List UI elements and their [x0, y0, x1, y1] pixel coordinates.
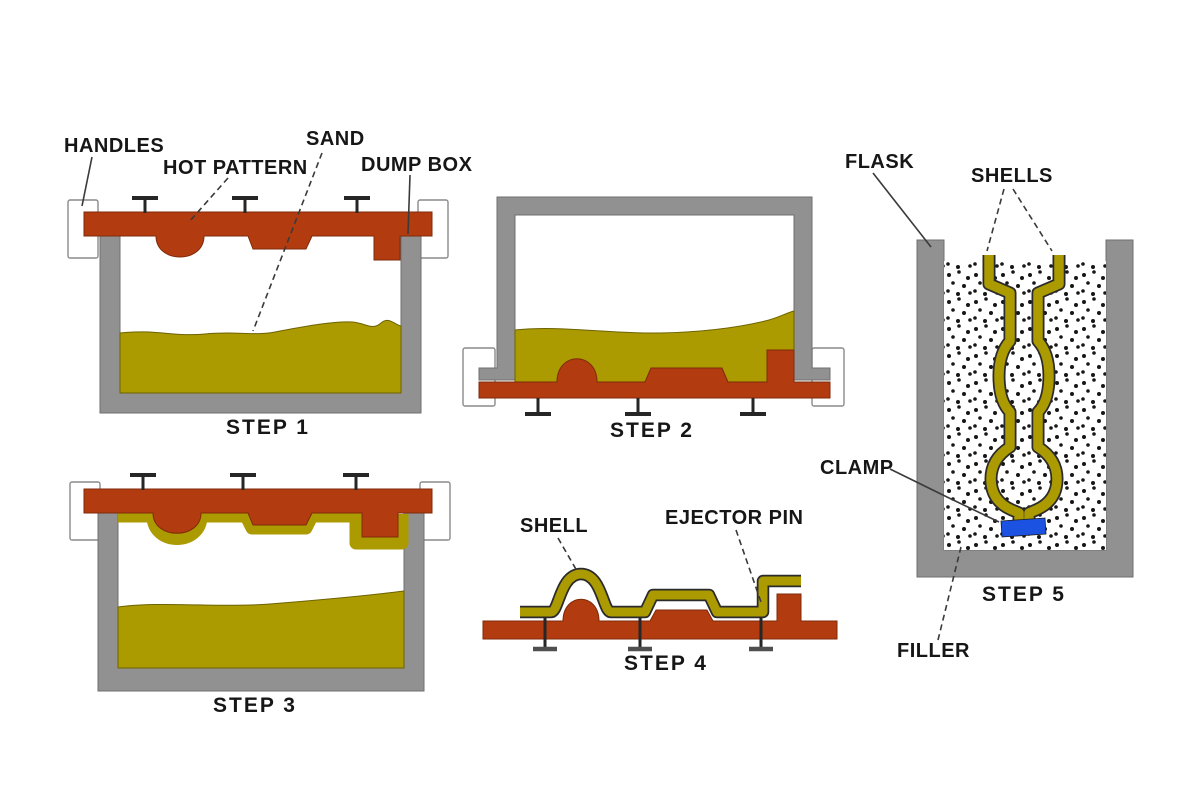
clamp-shape [1000, 517, 1047, 538]
ejector-pin-leader-line [735, 529, 763, 606]
sand-label: SAND [306, 128, 365, 150]
ejector-pins [533, 616, 773, 652]
shell-right-shape [1024, 255, 1064, 521]
step2-diagram: STEP 2 [462, 196, 845, 442]
shells-leader-line-left [986, 188, 1005, 252]
ejector-pins-top [132, 196, 370, 213]
handles-label: HANDLES [64, 135, 164, 157]
hot-pattern-plate [478, 349, 831, 399]
step5-caption: STEP 5 [982, 583, 1066, 606]
step1-caption: STEP 1 [226, 416, 310, 439]
inverted-dump-box-shape [478, 196, 831, 381]
step2-caption: STEP 2 [610, 419, 694, 442]
step3-diagram: STEP 3 [69, 473, 451, 717]
clamp-label: CLAMP [820, 457, 894, 479]
sand-leader-line [252, 152, 323, 332]
pattern-plate [482, 593, 838, 640]
step3-caption: STEP 3 [213, 694, 297, 717]
step5-diagram: FLASK SHELLS CLAMP FILLER STEP 5 [820, 151, 1134, 662]
ejector-pin-label: EJECTOR PIN [665, 507, 804, 529]
step4-diagram: SHELL EJECTOR PIN STEP 4 [482, 507, 838, 675]
dump-box-label: DUMP BOX [361, 154, 473, 176]
hot-pattern-plate [83, 211, 433, 261]
sand-shape [119, 319, 402, 394]
sand-shape [117, 590, 405, 669]
shell-label: SHELL [520, 515, 588, 537]
hot-pattern-plate [83, 488, 433, 538]
clamp-leader-line [889, 468, 1000, 523]
hot-pattern-label: HOT PATTERN [163, 157, 308, 179]
shell-left-shape [984, 255, 1024, 521]
ejector-pins-bottom [525, 398, 766, 416]
shells-leader-line-right [1012, 188, 1053, 252]
ejector-pins-top [130, 473, 369, 490]
dump-box-leader-line [407, 174, 411, 235]
filler-area [944, 261, 1106, 550]
handles-leader-line [81, 156, 93, 207]
step1-diagram: HANDLES HOT PATTERN SAND DUMP BOX STEP 1 [64, 128, 473, 439]
shell-shape [520, 569, 801, 617]
step4-caption: STEP 4 [624, 652, 708, 675]
flask-label: FLASK [845, 151, 914, 173]
filler-leader-line [937, 546, 962, 641]
shells-label: SHELLS [971, 165, 1053, 187]
shell-layer-shape [118, 509, 409, 550]
flask-leader-line [872, 172, 932, 248]
shell-leader-line [557, 537, 578, 572]
filler-label: FILLER [897, 640, 970, 662]
